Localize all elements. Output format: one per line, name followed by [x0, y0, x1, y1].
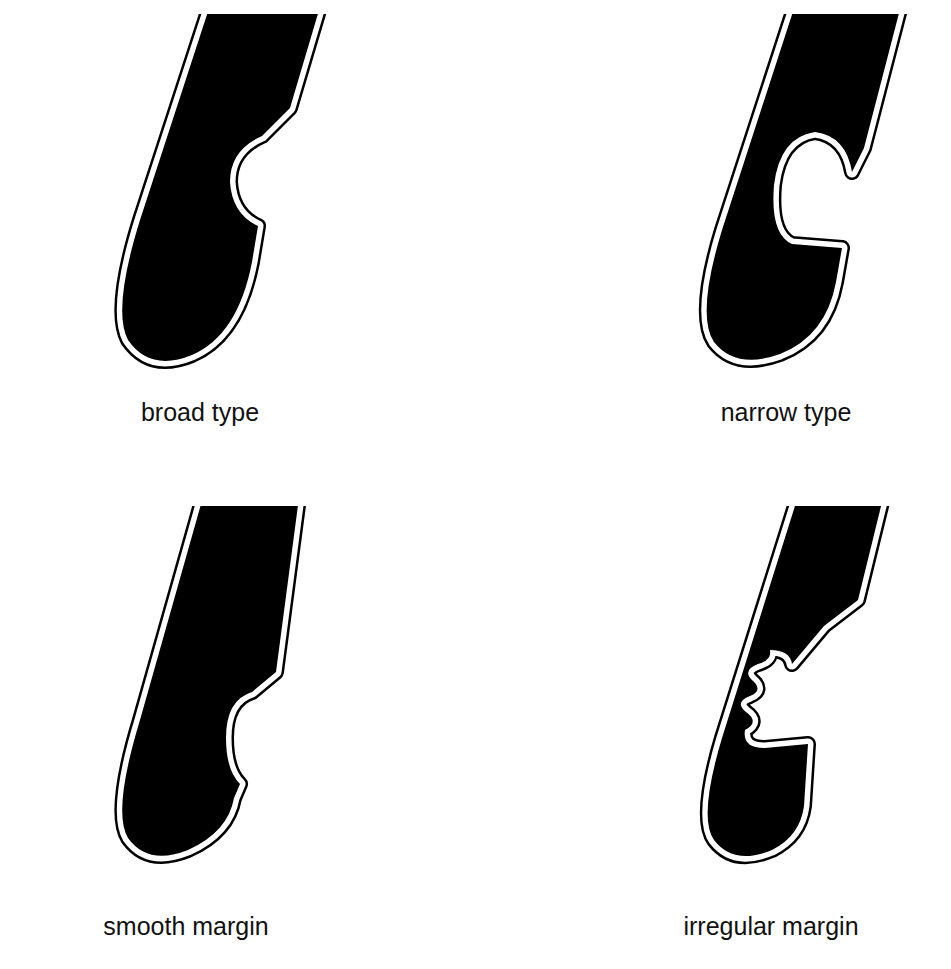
figure-caption: irregular margin	[683, 912, 858, 941]
figure-caption: narrow type	[721, 398, 852, 427]
figure-caption: smooth margin	[103, 912, 268, 941]
figure-caption: broad type	[141, 398, 259, 427]
irregular-margin-figure	[708, 506, 885, 856]
smooth-margin-figure	[122, 506, 300, 856]
broad-type-figure	[122, 14, 325, 361]
narrow-type-figure	[707, 14, 905, 360]
